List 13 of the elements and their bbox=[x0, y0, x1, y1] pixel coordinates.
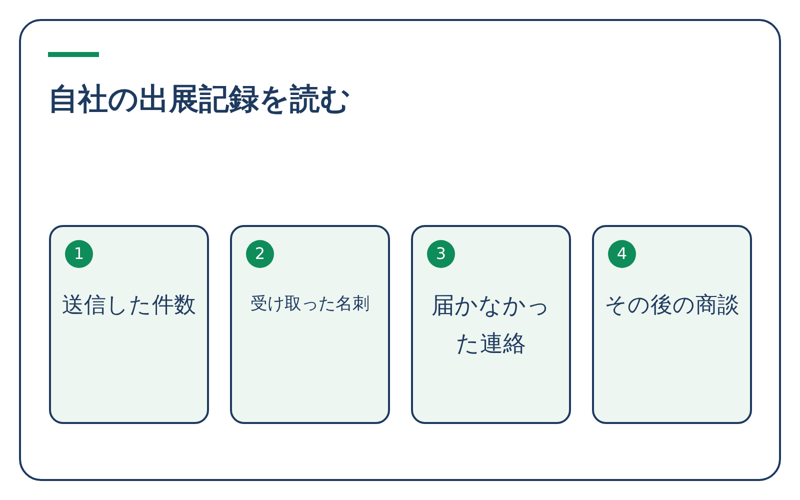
number-badge: 2 bbox=[246, 240, 274, 268]
step-label: 送信した件数 bbox=[61, 292, 197, 320]
step-card bbox=[592, 225, 752, 424]
number-badge: 3 bbox=[427, 240, 455, 268]
step-card bbox=[49, 225, 209, 424]
title: 自社の出展記録を読む bbox=[48, 81, 352, 119]
number-badge: 4 bbox=[608, 240, 636, 268]
step-label: 届かなかった連絡 bbox=[430, 292, 552, 359]
step-label: 受け取った名刺 bbox=[250, 293, 370, 316]
number-badge: 1 bbox=[65, 240, 93, 268]
step-label: その後の商談 bbox=[604, 292, 740, 320]
step-card bbox=[411, 225, 571, 424]
step-card bbox=[230, 225, 390, 424]
